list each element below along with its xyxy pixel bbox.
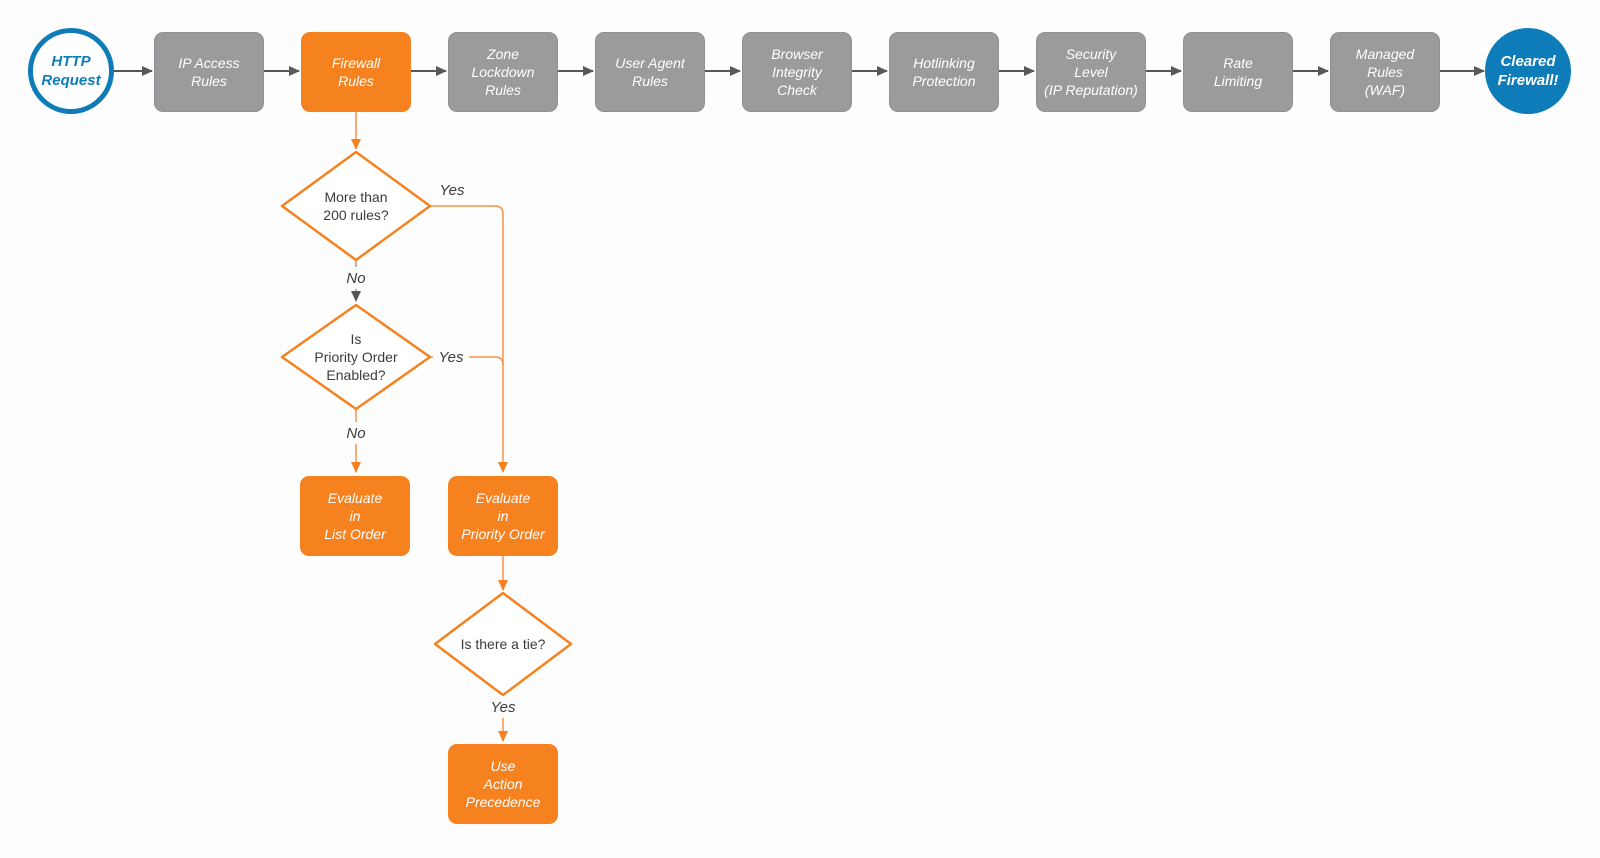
- connector-decision2-yes-merge: [430, 356, 504, 366]
- step-label: IP Access Rules: [178, 55, 240, 89]
- action-evaluate-list-order: Evaluate in List Order: [300, 476, 410, 556]
- start-node-label: HTTP Request: [41, 53, 101, 89]
- step-label: Firewall Rules: [331, 55, 381, 89]
- decision2-diamond-shape: [280, 303, 432, 411]
- step-zone-lockdown-rules: Zone Lockdown Rules: [448, 32, 558, 112]
- decision1-diamond-shape: [280, 150, 432, 262]
- step-label: Managed Rules (WAF): [1355, 46, 1415, 98]
- decision1-label: More than 200 rules?: [323, 189, 389, 223]
- step-label: Zone Lockdown Rules: [471, 46, 535, 98]
- decision2-label: Is Priority Order Enabled?: [314, 331, 398, 383]
- step-managed-rules-waf: Managed Rules (WAF): [1330, 32, 1440, 112]
- step-label: Browser Integrity Check: [771, 46, 823, 98]
- step-rate-limiting: Rate Limiting: [1183, 32, 1293, 112]
- decision3-diamond-shape: [433, 591, 573, 697]
- edge-label-decision2-yes: Yes: [433, 346, 469, 368]
- step-user-agent-rules: User Agent Rules: [595, 32, 705, 112]
- action-label: Evaluate in List Order: [324, 490, 386, 542]
- edge-label-decision3-yes: Yes: [481, 696, 525, 718]
- step-hotlinking-protection: Hotlinking Protection: [889, 32, 999, 112]
- action-evaluate-priority-order: Evaluate in Priority Order: [448, 476, 558, 556]
- end-node-cleared-firewall: Cleared Firewall!: [1485, 28, 1571, 114]
- edge-label-decision1-no: No: [334, 267, 378, 289]
- decision3-label: Is there a tie?: [460, 636, 546, 652]
- edge-label-decision1-yes: Yes: [439, 181, 465, 199]
- connector-decision1-yes-to-priority-order: [430, 205, 508, 473]
- edge-label-decision2-no: No: [334, 422, 378, 444]
- step-label: Security Level (IP Reputation): [1044, 46, 1138, 98]
- action-label: Use Action Precedence: [465, 758, 541, 810]
- end-node-label: Cleared Firewall!: [1497, 53, 1559, 89]
- action-label: Evaluate in Priority Order: [461, 490, 545, 542]
- start-node-http-request: HTTP Request: [28, 28, 114, 114]
- step-browser-integrity-check: Browser Integrity Check: [742, 32, 852, 112]
- action-use-action-precedence: Use Action Precedence: [448, 744, 558, 824]
- step-security-level: Security Level (IP Reputation): [1036, 32, 1146, 112]
- step-firewall-rules: Firewall Rules: [301, 32, 411, 112]
- step-label: Rate Limiting: [1213, 55, 1263, 89]
- step-label: Hotlinking Protection: [912, 55, 976, 89]
- step-ip-access-rules: IP Access Rules: [154, 32, 264, 112]
- step-label: User Agent Rules: [615, 55, 685, 89]
